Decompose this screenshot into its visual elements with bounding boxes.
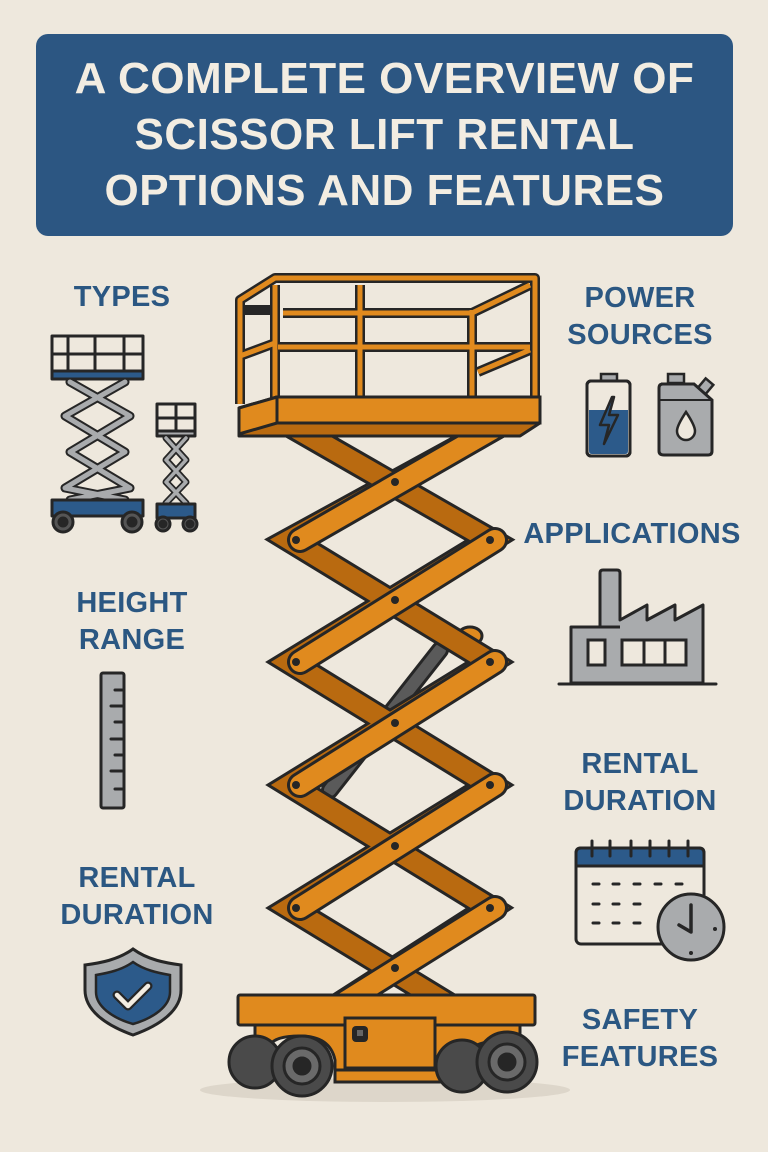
height-range-line-1: HEIGHT <box>76 587 188 619</box>
safety-features-line-2: FEATURES <box>561 1041 719 1073</box>
height-range-label: HEIGHT RANGE <box>52 585 212 659</box>
safety-features-label: SAFETY FEATURES <box>560 1002 720 1076</box>
types-label: TYPES <box>73 281 171 313</box>
right-rental-duration-line-2: DURATION <box>563 785 717 817</box>
title-line-1: A COMPLETE OVERVIEW OF <box>74 54 695 103</box>
left-rental-duration-label: RENTAL DURATION <box>52 860 222 934</box>
power-sources-line-1: POWER <box>584 282 696 314</box>
safety-features-line-1: SAFETY <box>581 1004 699 1036</box>
title-line-3: OPTIONS AND FEATURES <box>104 166 665 215</box>
applications-label: APPLICATIONS <box>523 518 741 550</box>
right-rental-duration-label: RENTAL DURATION <box>560 746 720 820</box>
power-sources-line-2: SOURCES <box>567 319 713 351</box>
right-rental-duration-line-1: RENTAL <box>581 748 699 780</box>
title-banner: A COMPLETE OVERVIEW OF SCISSOR LIFT RENT… <box>36 34 733 236</box>
power-sources-label: POWER SOURCES <box>560 280 720 354</box>
left-rental-duration-line-1: RENTAL <box>78 862 196 894</box>
title-line-2: SCISSOR LIFT RENTAL <box>134 110 635 159</box>
height-range-line-2: RANGE <box>78 624 186 656</box>
left-rental-duration-line-2: DURATION <box>60 899 214 931</box>
